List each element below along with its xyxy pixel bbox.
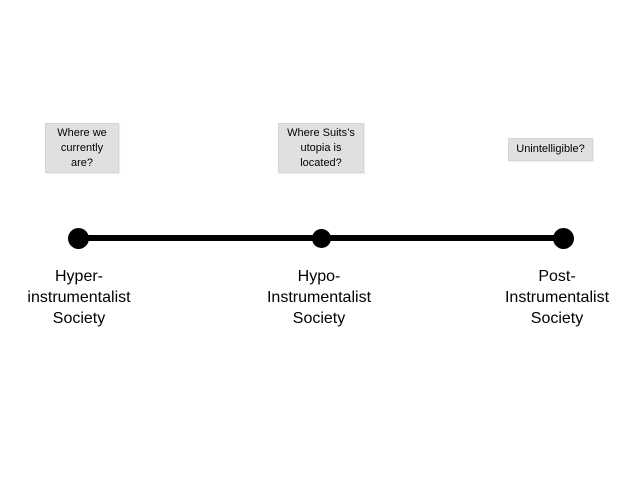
dot-post-instrumentalist xyxy=(553,228,574,249)
label-hypo-instrumentalist-society: Hypo- Instrumentalist Society xyxy=(266,268,372,327)
dot-hypo-instrumentalist xyxy=(312,229,331,248)
dot-hyper-instrumentalist xyxy=(68,228,89,249)
label-post-instrumentalist-society: Post- Instrumentalist Society xyxy=(504,268,610,327)
annotation-box-unintelligible: Unintelligible? xyxy=(508,138,593,161)
annotation-box-suits-utopia: Where Suits’s utopia is located? xyxy=(278,123,364,173)
label-hyper-instrumentalist-society: Hyper- instrumentalist Society xyxy=(27,268,131,327)
annotation-box-where-we-are: Where we currently are? xyxy=(45,123,119,173)
